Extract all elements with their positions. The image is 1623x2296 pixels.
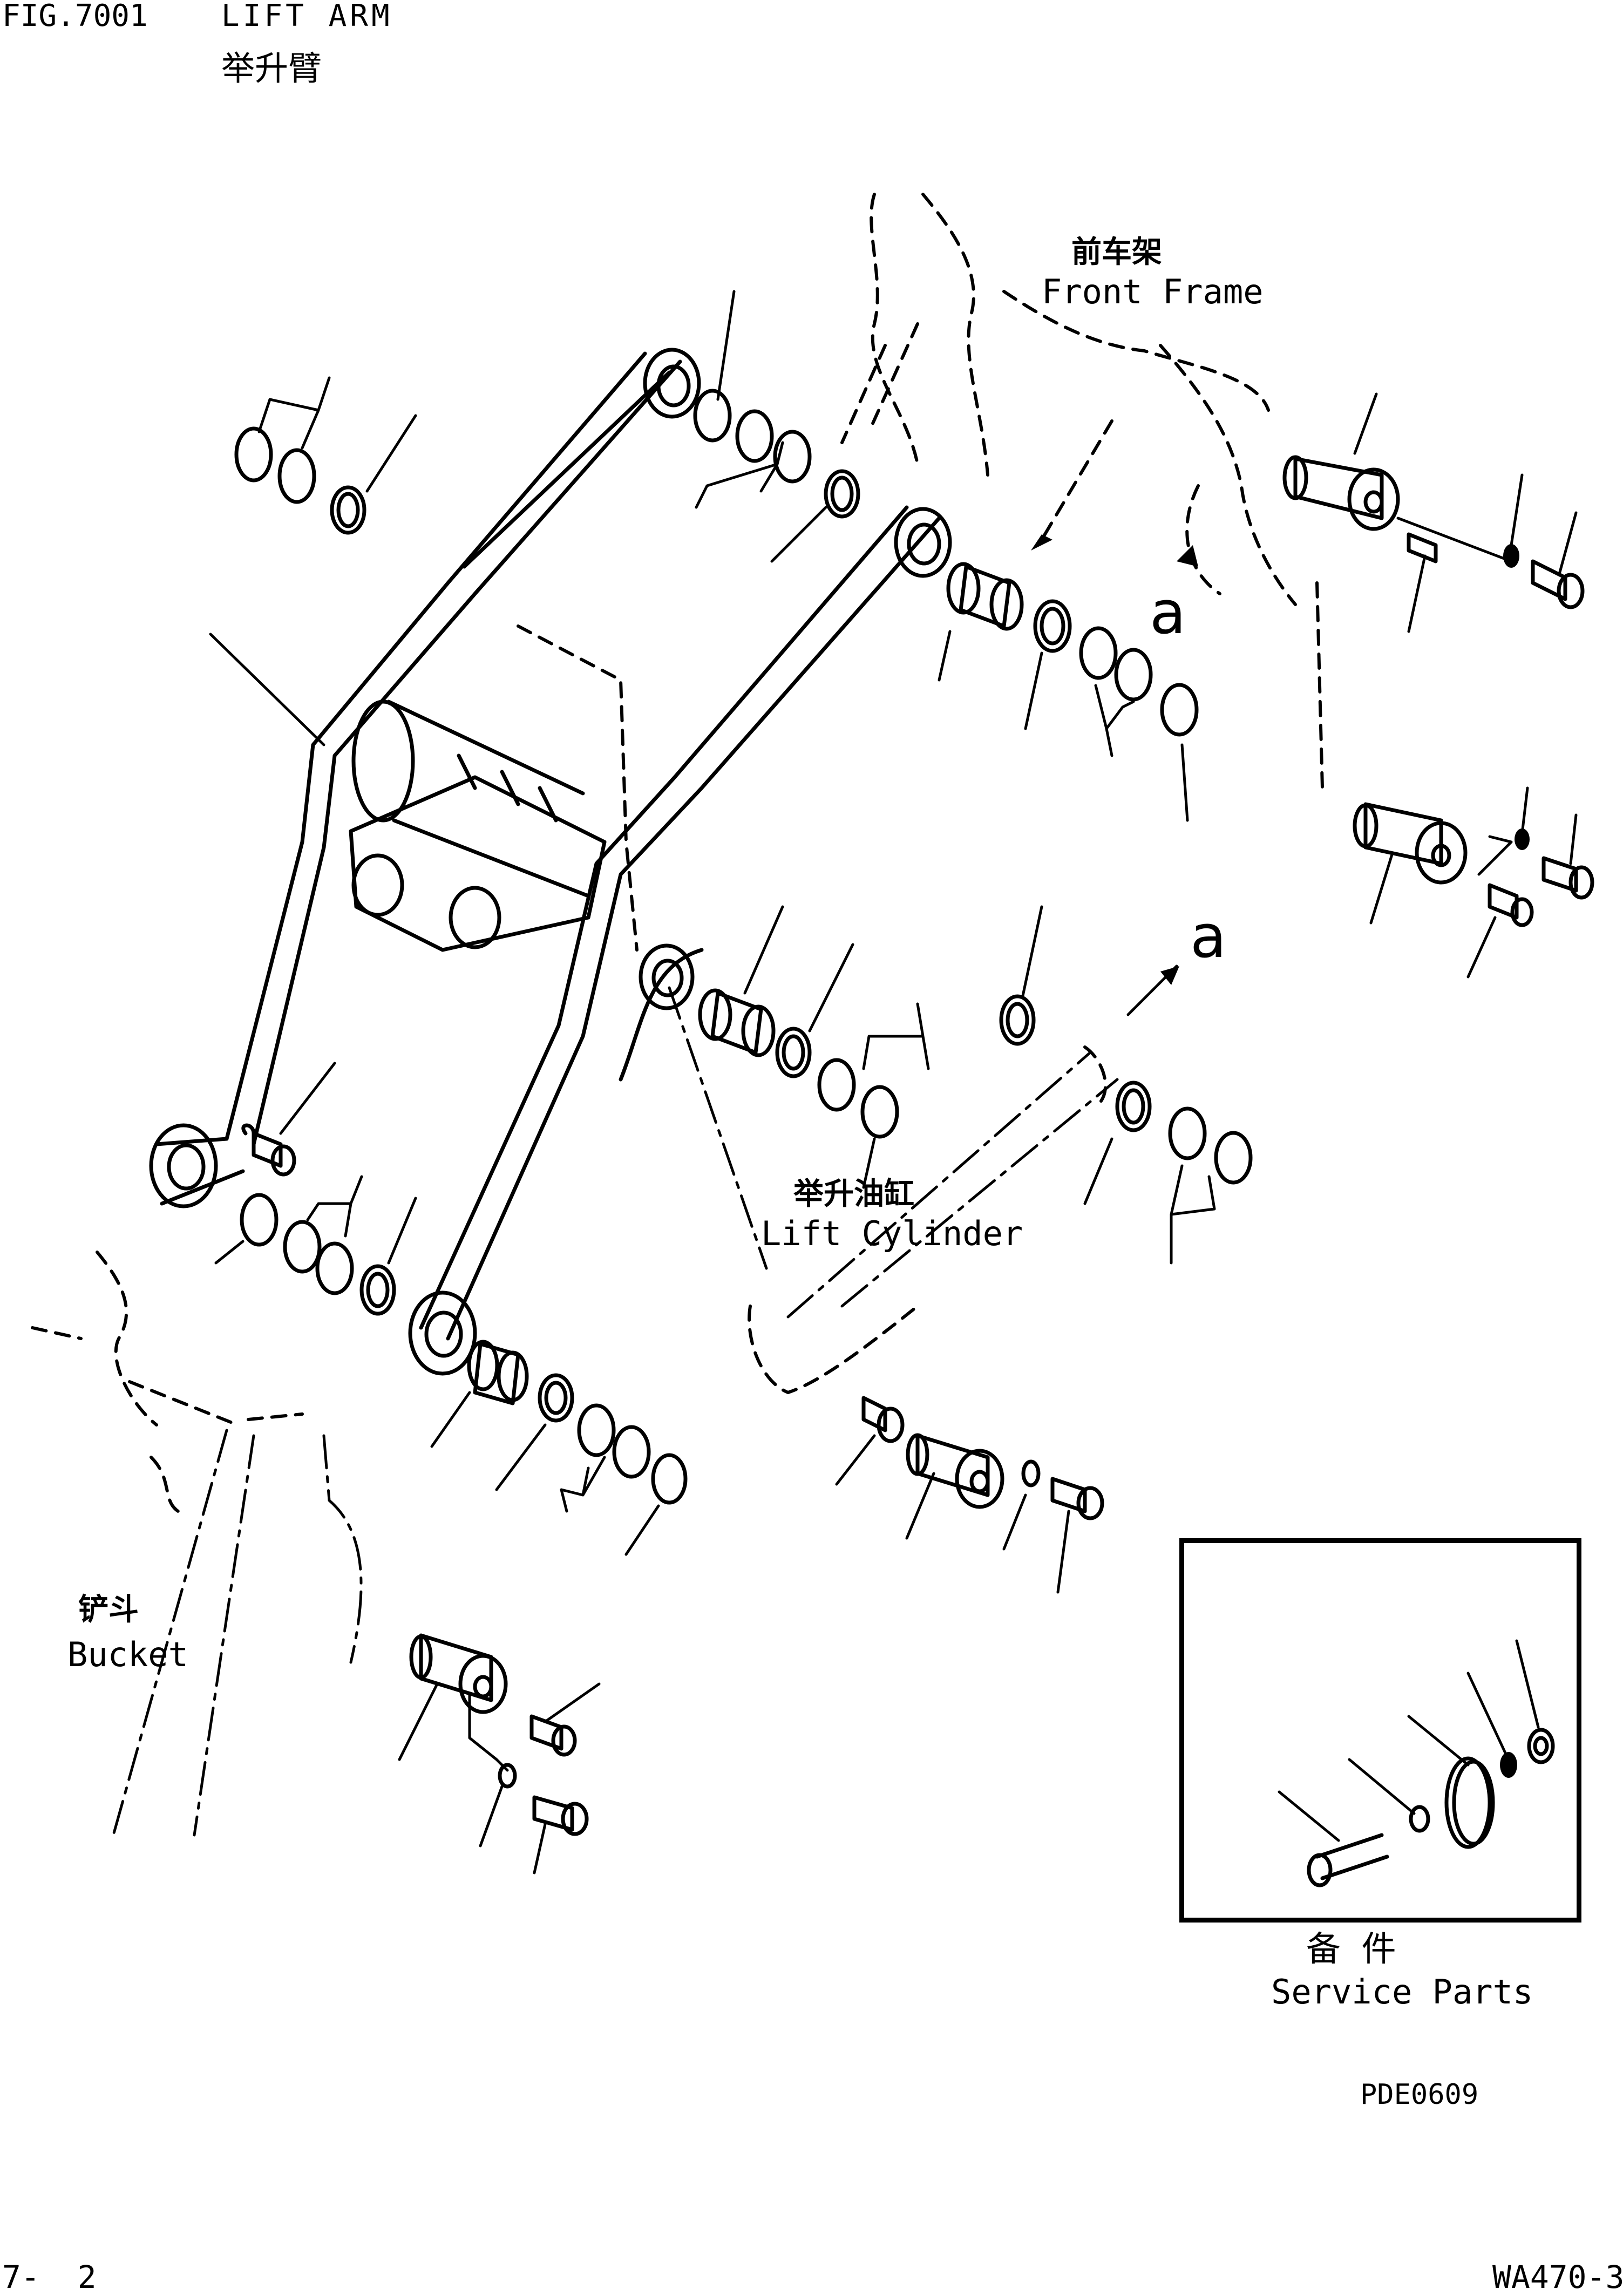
front-frame-label-en: Front Frame [1042, 272, 1264, 311]
lift-cylinder-outline [668, 964, 1179, 1394]
ring-set-a [999, 905, 1253, 1265]
figure-title-cn: 举升臂 [221, 49, 322, 88]
pin-assembly-lower [835, 1396, 1104, 1594]
cross-tube [349, 699, 607, 952]
grease-fitting-left [241, 1062, 336, 1177]
figure-number: FIG.7001 [2, 0, 148, 33]
bushing-set-lower [430, 1340, 688, 1556]
front-frame-outline [840, 193, 1324, 790]
figure-title-en: LIFT ARM [221, 0, 393, 33]
right-lift-arm [408, 505, 952, 1376]
service-parts-items [1278, 1639, 1555, 1887]
lift-cylinder-label-cn: 举升油缸 [793, 1177, 914, 1212]
reference-mark-a-top: a [1150, 578, 1186, 647]
left-lift-arm [149, 348, 701, 1208]
service-parts-label-en: Service Parts [1271, 1972, 1533, 2012]
pin-assembly-middle-right [1353, 786, 1594, 979]
shim-set-left-lower [214, 1175, 417, 1316]
bushing-set-top-right [938, 562, 1199, 822]
service-parts-box [1179, 1538, 1581, 1923]
bucket-outline [31, 1251, 363, 1837]
shim-set-top-left [234, 376, 417, 535]
reference-mark-a-middle: a [1190, 902, 1227, 971]
model-number: WA470-3 [1492, 2259, 1623, 2295]
shim-set-top [693, 290, 860, 563]
pin-assembly-bucket [398, 1633, 601, 1874]
front-frame-label-cn: 前车架 [1071, 235, 1162, 270]
bucket-label-cn: 铲斗 [78, 1592, 139, 1627]
drawing-code: PDE0609 [1360, 2078, 1479, 2111]
bushing-set-middle [698, 905, 930, 1189]
bucket-label-en: Bucket [67, 1635, 188, 1674]
page-number: 7- 2 [2, 2259, 97, 2295]
lift-cylinder-label-en: Lift Cylinder [761, 1214, 1023, 1253]
pin-assembly-top-right [1282, 392, 1585, 633]
service-parts-label-cn: 备 件 [1306, 1930, 1396, 1969]
